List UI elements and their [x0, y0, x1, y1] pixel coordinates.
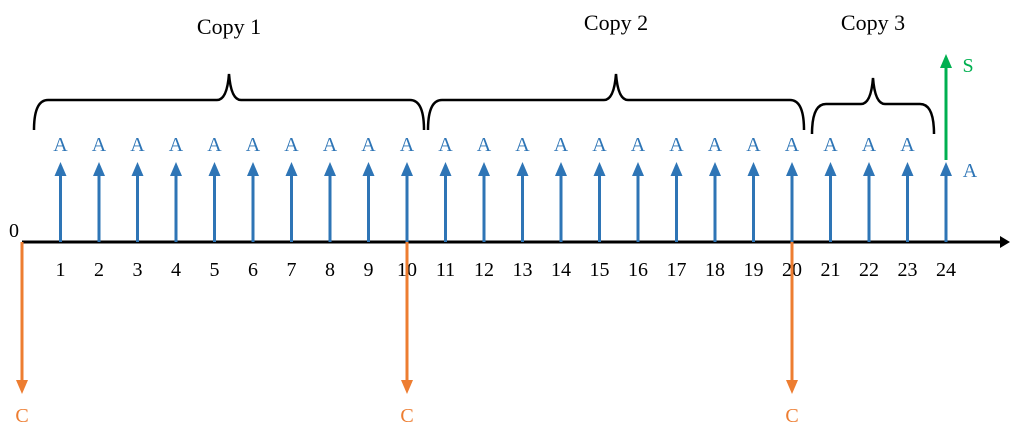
annuity-label-19: A — [746, 134, 761, 156]
annuity-label-6: A — [246, 134, 261, 156]
period-label-8: 8 — [325, 259, 335, 281]
annuity-label-18: A — [708, 134, 723, 156]
period-label-14: 14 — [551, 259, 571, 281]
annuity-label-3: A — [130, 134, 145, 156]
copy-label-1: Copy 1 — [197, 14, 261, 39]
annuity-arrowhead-13 — [516, 162, 529, 176]
annuity-label-24: A — [963, 160, 978, 182]
annuity-arrowhead-21 — [824, 162, 837, 176]
annuity-arrowhead-7 — [285, 162, 298, 176]
annuity-arrowhead-11 — [439, 162, 452, 176]
annuity-label-1: A — [53, 134, 68, 156]
period-label-22: 22 — [859, 259, 879, 281]
annuity-label-23: A — [900, 134, 915, 156]
period-label-17: 17 — [667, 259, 687, 281]
copy-brace-2 — [426, 73, 806, 131]
annuity-label-4: A — [169, 134, 184, 156]
annuity-label-2: A — [92, 134, 107, 156]
period-label-4: 4 — [171, 259, 181, 281]
copy-braces: Copy 1 Copy 2 Copy 3 — [32, 10, 936, 135]
annuity-label-8: A — [323, 134, 338, 156]
annuity-arrowhead-8 — [324, 162, 336, 176]
annuity-label-20: A — [785, 134, 800, 156]
annuity-arrowhead-9 — [362, 162, 375, 176]
salvage-arrowhead — [940, 54, 952, 68]
annuity-arrowhead-12 — [478, 162, 490, 176]
annuity-arrowhead-20 — [786, 162, 798, 176]
origin-label: 0 — [9, 220, 19, 242]
annuity-arrowhead-2 — [93, 162, 105, 176]
period-label-23: 23 — [898, 259, 918, 281]
annuity-arrowhead-18 — [709, 162, 721, 176]
period-label-2: 2 — [94, 259, 104, 281]
period-label-16: 16 — [628, 259, 648, 281]
annuity-label-16: A — [631, 134, 646, 156]
time-axis-arrowhead — [1000, 236, 1010, 248]
period-label-21: 21 — [821, 259, 841, 281]
period-label-13: 13 — [513, 259, 533, 281]
copy-label-3: Copy 3 — [841, 10, 905, 35]
salvage-label: S — [962, 55, 973, 77]
period-label-7: 7 — [287, 259, 297, 281]
annuity-arrowhead-19 — [747, 162, 760, 176]
annuity-arrowhead-10 — [401, 162, 413, 176]
period-label-9: 9 — [364, 259, 374, 281]
cost-label-10: C — [400, 405, 413, 427]
annuity-arrowhead-6 — [247, 162, 259, 176]
period-labels: 123456789101112131415161718192021222324 — [56, 259, 957, 281]
period-label-15: 15 — [590, 259, 610, 281]
annuity-arrowhead-24 — [940, 162, 952, 176]
cost-arrowhead-10 — [401, 380, 413, 394]
annuity-label-11: A — [438, 134, 453, 156]
cost-label-0: C — [15, 405, 28, 427]
copy-brace-3 — [810, 77, 936, 135]
cost-arrowhead-0 — [16, 380, 28, 394]
period-label-24: 24 — [936, 259, 956, 281]
period-label-12: 12 — [474, 259, 494, 281]
annuity-arrowhead-22 — [863, 162, 875, 176]
copy-brace-1 — [32, 73, 426, 131]
annuity-arrowhead-1 — [54, 162, 67, 176]
period-label-6: 6 — [248, 259, 258, 281]
annuity-arrowhead-14 — [555, 162, 567, 176]
annuity-arrowhead-3 — [131, 162, 144, 176]
annuity-label-17: A — [669, 134, 684, 156]
period-label-18: 18 — [705, 259, 725, 281]
annuity-label-7: A — [284, 134, 299, 156]
annuity-label-22: A — [862, 134, 877, 156]
annuity-label-10: A — [400, 134, 415, 156]
copy-label-2: Copy 2 — [584, 10, 648, 35]
period-label-5: 5 — [210, 259, 220, 281]
cost-label-20: C — [785, 405, 798, 427]
annuity-label-21: A — [823, 134, 838, 156]
annuity-label-12: A — [477, 134, 492, 156]
annuity-arrowhead-17 — [670, 162, 683, 176]
period-label-19: 19 — [744, 259, 764, 281]
annuity-label-9: A — [361, 134, 376, 156]
annuity-label-13: A — [515, 134, 530, 156]
annuity-label-5: A — [207, 134, 222, 156]
annuity-label-15: A — [592, 134, 607, 156]
annuity-arrowhead-23 — [901, 162, 914, 176]
period-label-11: 11 — [436, 259, 455, 281]
salvage-arrow-group: S — [940, 54, 974, 160]
annuity-label-14: A — [554, 134, 569, 156]
cost-arrowhead-20 — [786, 380, 798, 394]
annuity-arrowhead-16 — [632, 162, 644, 176]
annuity-arrows: A A A A A A A A A A A A A A A A A A A A A A A A — [53, 134, 978, 242]
period-label-3: 3 — [133, 259, 143, 281]
annuity-arrowhead-15 — [593, 162, 606, 176]
annuity-arrowhead-5 — [208, 162, 221, 176]
annuity-arrowhead-4 — [170, 162, 182, 176]
period-label-1: 1 — [56, 259, 66, 281]
